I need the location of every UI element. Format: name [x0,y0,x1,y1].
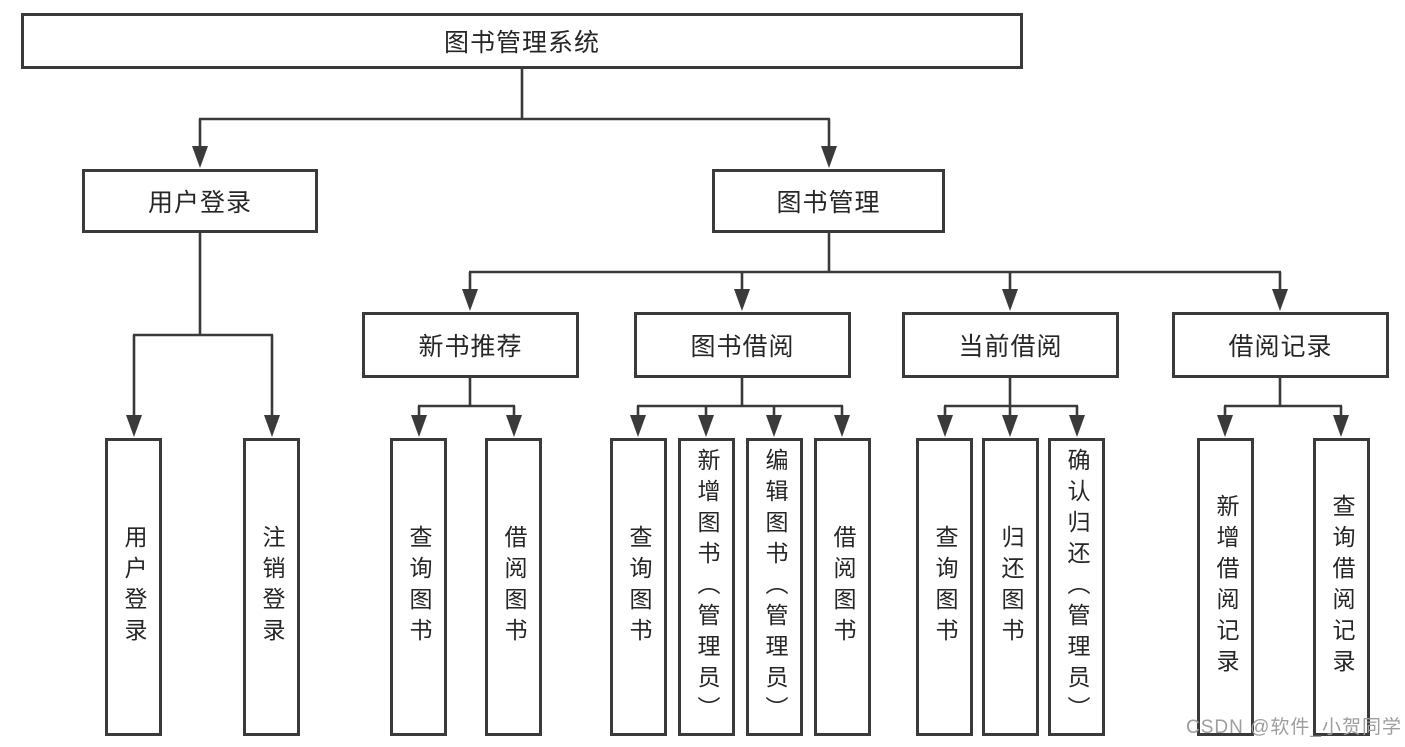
node-label: 新增借阅记录 [1213,494,1239,680]
connector-borrowing-to-leaves [630,378,850,437]
leaf-query-books-borrowing: 查询图书 [610,438,667,736]
node-label: 新书推荐 [418,333,523,361]
leaf-query-borrow-record: 查询借阅记录 [1313,438,1370,736]
leaf-edit-books-admin: 编辑图书（管理员） [746,438,803,736]
leaf-confirm-return-admin: 确认归还（管理员） [1048,438,1105,736]
leaf-user-login: 用户登录 [105,438,162,736]
connector-records-to-leaves [1217,378,1349,437]
node-label: 查询借阅记录 [1329,494,1355,680]
node-book-management-system: 图书管理系统 [21,13,1023,69]
node-label: 用户登录 [121,525,147,649]
node-label: 当前借阅 [958,333,1063,361]
watermark: CSDN @软件_小贺同学 [1186,717,1402,738]
node-new-book-recommendation: 新书推荐 [362,312,579,378]
node-label: 用户登录 [147,189,252,217]
node-current-borrowing: 当前借阅 [902,312,1119,378]
connector-root-to-level2 [192,69,837,168]
node-book-borrowing: 图书借阅 [634,312,851,378]
node-label: 查询图书 [626,525,652,649]
node-label: 图书管理 [776,189,881,217]
node-user-login: 用户登录 [82,169,318,233]
node-label: 查询图书 [406,525,432,649]
leaf-logout: 注销登录 [243,438,300,736]
leaf-return-books: 归还图书 [982,438,1039,736]
connector-current-to-leaves [937,378,1085,437]
node-label: 借阅图书 [830,525,856,649]
connector-recommendation-to-leaves [411,378,522,437]
node-label: 借阅图书 [501,525,527,649]
node-label: 图书管理系统 [443,29,600,57]
node-book-management: 图书管理 [712,169,945,233]
node-label: 查询图书 [932,525,958,649]
connector-userlogin-to-leaves [126,233,280,437]
node-label: 确认归还（管理员） [1064,447,1090,727]
leaf-add-books-admin: 新增图书（管理员） [678,438,735,736]
leaf-add-borrow-record: 新增借阅记录 [1197,438,1254,736]
node-label: 归还图书 [998,525,1024,649]
leaf-borrow-books-recommendation: 借阅图书 [485,438,542,736]
leaf-borrow-books-borrowing: 借阅图书 [814,438,871,736]
node-label: 编辑图书（管理员） [762,447,788,727]
leaf-query-books-current: 查询图书 [916,438,973,736]
node-label: 图书借阅 [690,333,795,361]
leaf-query-books-recommendation: 查询图书 [390,438,447,736]
node-label: 注销登录 [259,525,285,649]
connector-bookmgmt-to-level3 [462,232,1288,311]
node-borrowing-records: 借阅记录 [1172,312,1389,378]
node-label: 借阅记录 [1228,333,1333,361]
node-label: 新增图书（管理员） [694,447,720,727]
